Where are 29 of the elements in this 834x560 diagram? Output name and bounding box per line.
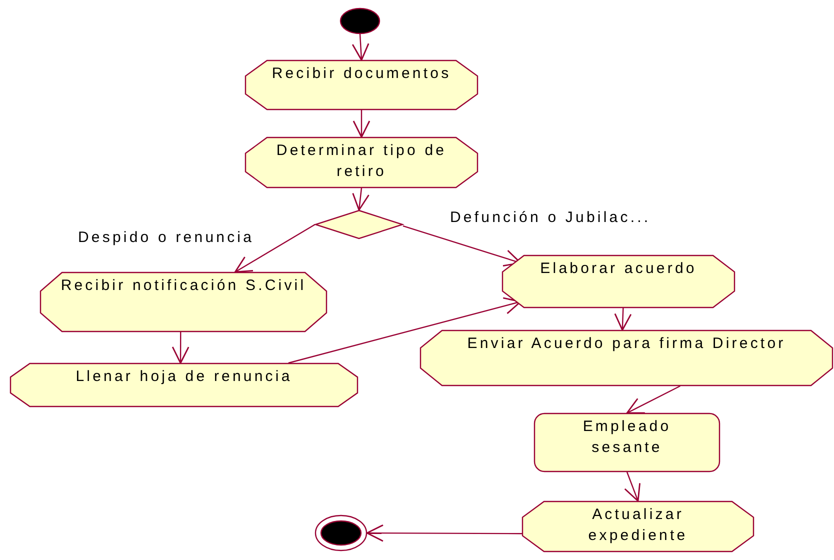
activity-box xyxy=(534,413,720,472)
arrow xyxy=(234,224,316,273)
arrow xyxy=(626,385,680,414)
activity-label: Llenar hoja de renuncia xyxy=(76,367,292,387)
activity-label: Recibir notificación S.Civil xyxy=(60,276,306,296)
activity-label: Actualizar expediente xyxy=(587,505,689,546)
arrow xyxy=(172,332,190,364)
activity-node xyxy=(245,137,478,188)
end-node xyxy=(315,515,367,551)
activity-node xyxy=(10,363,358,407)
activity-node xyxy=(245,60,478,110)
arrow xyxy=(352,34,370,61)
activity-label: Recibir documentos xyxy=(272,64,452,84)
arrow xyxy=(352,110,370,138)
activity-label: Elaborar acuerdo xyxy=(540,259,697,279)
edge-label: Despido o renuncia xyxy=(78,229,254,247)
activity-node xyxy=(502,255,735,308)
arrow xyxy=(624,472,640,502)
activity-label: Empleado sesante xyxy=(582,417,672,458)
decision-diamond xyxy=(315,210,403,239)
start-node xyxy=(340,8,380,34)
arrow xyxy=(614,308,632,331)
arrow xyxy=(366,524,522,542)
activity-node xyxy=(40,272,327,332)
activity-label: Enviar Acuerdo para firma Director xyxy=(467,334,786,354)
arrow xyxy=(352,188,370,211)
activity-node xyxy=(522,501,754,552)
activity-label: Determinar tipo de retiro xyxy=(275,141,448,182)
activity-node xyxy=(420,330,833,386)
